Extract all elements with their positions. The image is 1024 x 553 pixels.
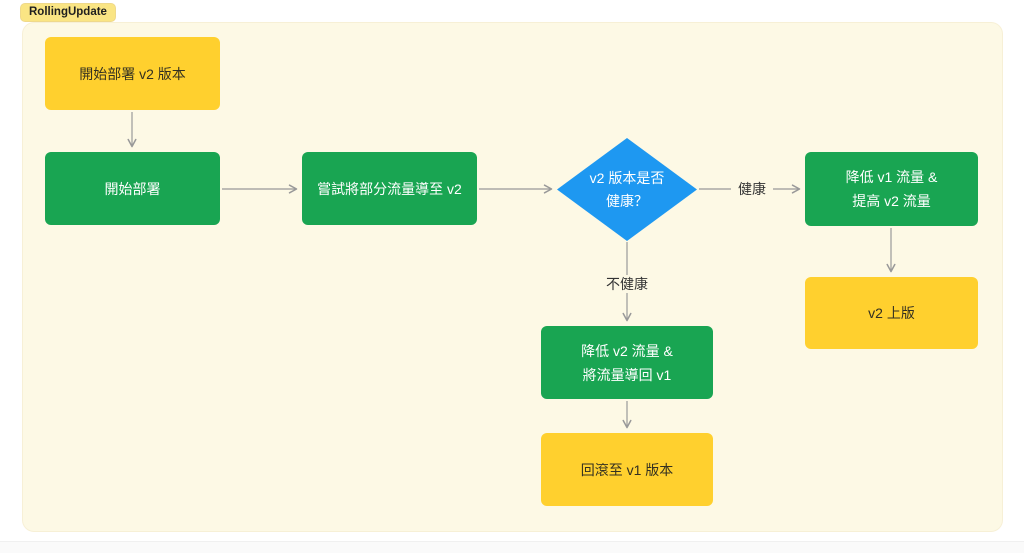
node-v2-release: v2 上版 [805, 277, 978, 349]
node-label-line2: 將流量導回 v1 [582, 366, 672, 383]
node-label-line1: v2 版本是否 [589, 169, 665, 186]
node-label: 嘗試將部分流量導至 v2 [317, 180, 462, 197]
node-label-line1: 降低 v2 流量 & [581, 342, 673, 359]
edge-label-unhealthy: 不健康 [599, 275, 655, 293]
node-label: v2 上版 [868, 305, 915, 321]
node-label-line1: 降低 v1 流量 & [845, 169, 938, 185]
node-label-line2: 提高 v2 流量 [852, 193, 931, 209]
node-start-deploy: 開始部署 [45, 152, 220, 225]
node-lower-v2-route-back-v1: 降低 v2 流量 & 將流量導回 v1 [541, 326, 713, 399]
node-label: 開始部署 v2 版本 [79, 65, 186, 82]
node-route-partial-traffic: 嘗試將部分流量導至 v2 [302, 152, 477, 225]
node-rollback-v1: 回滾至 v1 版本 [541, 433, 713, 506]
node-lower-v1-raise-v2: 降低 v1 流量 & 提高 v2 流量 [805, 152, 978, 226]
node-label: 回滾至 v1 版本 [580, 461, 674, 478]
node-start-v2-version: 開始部署 v2 版本 [45, 37, 220, 110]
diagram-title-badge: RollingUpdate [20, 3, 116, 22]
bottom-window-strip [0, 541, 1024, 553]
edge-label-healthy: 健康 [731, 180, 773, 198]
node-label: 開始部署 [104, 180, 161, 197]
node-label-line2: 健康？ [606, 192, 648, 209]
